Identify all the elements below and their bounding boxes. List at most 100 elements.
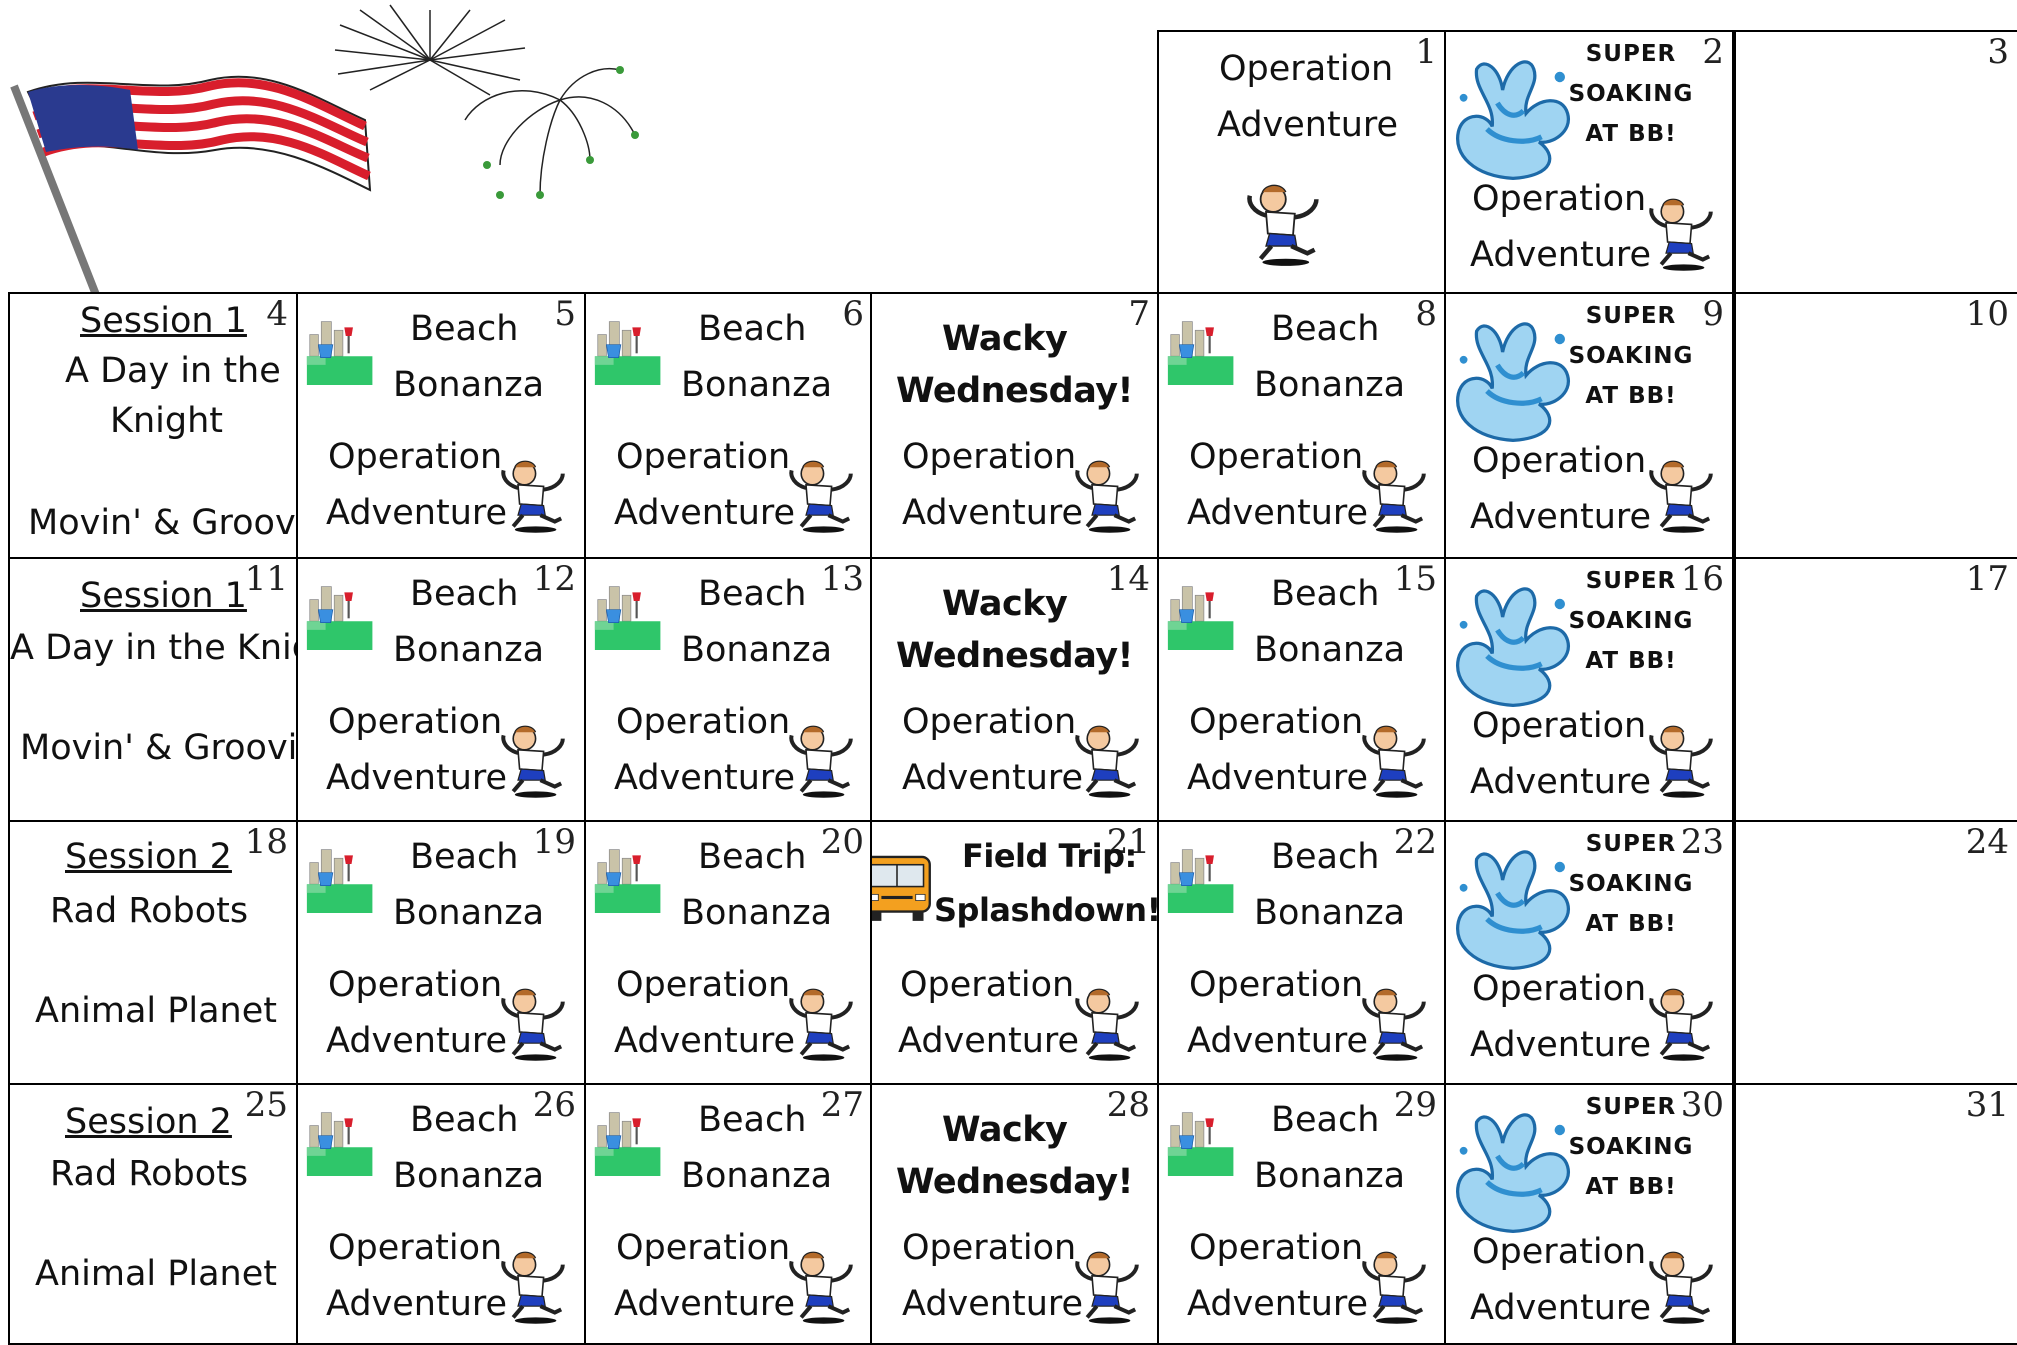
running-boy-icon bbox=[501, 1251, 565, 1324]
session-label: Session 2 bbox=[65, 837, 232, 877]
session-topic: Movin' & Groovin' bbox=[28, 503, 296, 543]
wacky-wednesday-label: Wednesday! bbox=[896, 636, 1134, 676]
activity-label: Adventure bbox=[326, 1284, 508, 1324]
activity-label: Operation bbox=[328, 437, 503, 477]
day-number: 26 bbox=[532, 1085, 576, 1125]
running-boy-icon bbox=[1649, 198, 1713, 271]
activity-label: Adventure bbox=[1187, 758, 1369, 798]
activity-label: Bonanza bbox=[1254, 365, 1406, 405]
activity-label: Operation bbox=[1472, 1232, 1647, 1272]
day-number: 1 bbox=[1415, 32, 1437, 72]
activity-label: Operation bbox=[1219, 49, 1394, 89]
session-label: Session 2 bbox=[65, 1102, 232, 1142]
wacky-wednesday-label: Wacky bbox=[942, 319, 1068, 359]
day-number: 27 bbox=[820, 1085, 864, 1125]
activity-label: Adventure bbox=[326, 758, 508, 798]
running-boy-icon bbox=[501, 725, 565, 798]
running-boy-icon bbox=[501, 988, 565, 1061]
field-trip-label: Splashdown! bbox=[934, 891, 1160, 929]
activity-label: Bonanza bbox=[393, 630, 545, 670]
day-number: 18 bbox=[244, 822, 288, 862]
activity-label: Beach bbox=[1271, 837, 1380, 877]
activity-label: Bonanza bbox=[1254, 893, 1406, 933]
running-boy-icon bbox=[1075, 460, 1139, 533]
running-boy-icon bbox=[1362, 1251, 1426, 1324]
session-topic: A Day in the bbox=[65, 351, 281, 391]
activity-label: Operation bbox=[1189, 702, 1364, 742]
running-boy-icon bbox=[1075, 725, 1139, 798]
activity-label: Adventure bbox=[614, 1284, 796, 1324]
activity-label: Operation bbox=[1189, 965, 1364, 1005]
running-boy-icon bbox=[1362, 988, 1426, 1061]
super-soaking-line: AT BB! bbox=[1585, 383, 1677, 409]
sandcastle-icon bbox=[594, 321, 661, 385]
activity-label: Adventure bbox=[326, 493, 508, 533]
activity-label: Operation bbox=[902, 437, 1077, 477]
sandcastle-icon bbox=[594, 849, 661, 913]
water-splash-icon bbox=[1455, 1113, 1571, 1234]
day-number: 3 bbox=[1987, 32, 2009, 72]
running-boy-icon bbox=[501, 460, 565, 533]
super-soaking-line: SOAKING bbox=[1568, 1134, 1694, 1160]
activity-label: Bonanza bbox=[393, 893, 545, 933]
running-boy-icon bbox=[1362, 460, 1426, 533]
super-soaking-line: SUPER bbox=[1585, 41, 1677, 67]
day-cell-10: 10 bbox=[1734, 292, 2017, 559]
sandcastle-icon bbox=[306, 321, 373, 385]
wacky-wednesday-label: Wednesday! bbox=[896, 371, 1134, 411]
activity-label: Adventure bbox=[1470, 1288, 1652, 1328]
water-splash-icon bbox=[1455, 60, 1571, 181]
activity-label: Adventure bbox=[326, 1021, 508, 1061]
activity-label: Operation bbox=[1189, 437, 1364, 477]
activity-label: Adventure bbox=[902, 1284, 1084, 1324]
super-soaking-line: AT BB! bbox=[1585, 121, 1677, 147]
running-boy-icon bbox=[789, 988, 853, 1061]
session-topic: A Day in the Knight bbox=[10, 628, 296, 668]
activity-label: Adventure bbox=[1470, 1025, 1652, 1065]
activity-label: Beach bbox=[698, 309, 807, 349]
sandcastle-icon bbox=[594, 586, 661, 650]
activity-label: Operation bbox=[1189, 1228, 1364, 1268]
day-number: 8 bbox=[1415, 294, 1437, 334]
day-number: 14 bbox=[1106, 559, 1150, 599]
day-cell-17: 17 bbox=[1734, 557, 2017, 822]
day-cell-24: 24 bbox=[1734, 820, 2017, 1085]
activity-label: Bonanza bbox=[393, 1156, 545, 1196]
super-soaking-line: AT BB! bbox=[1585, 911, 1677, 937]
running-boy-icon bbox=[1075, 988, 1139, 1061]
activity-label: Bonanza bbox=[681, 1156, 833, 1196]
session-label: Session 1 bbox=[80, 301, 247, 341]
activity-label: Beach bbox=[698, 574, 807, 614]
activity-label: Operation bbox=[616, 1228, 791, 1268]
activity-label: Bonanza bbox=[681, 893, 833, 933]
super-soaking-line: SUPER bbox=[1585, 568, 1677, 594]
day-number: 21 bbox=[1106, 822, 1150, 862]
day-cell-3: 3 bbox=[1734, 30, 2017, 294]
day-cell-31: 31 bbox=[1734, 1083, 2017, 1345]
water-splash-icon bbox=[1455, 850, 1571, 971]
super-soaking-line: SOAKING bbox=[1568, 343, 1694, 369]
sandcastle-icon bbox=[306, 586, 373, 650]
activity-label: Adventure bbox=[902, 493, 1084, 533]
activity-label: Operation bbox=[900, 965, 1075, 1005]
day-number: 16 bbox=[1680, 559, 1724, 599]
activity-label: Operation bbox=[902, 702, 1077, 742]
running-boy-icon bbox=[1075, 1251, 1139, 1324]
